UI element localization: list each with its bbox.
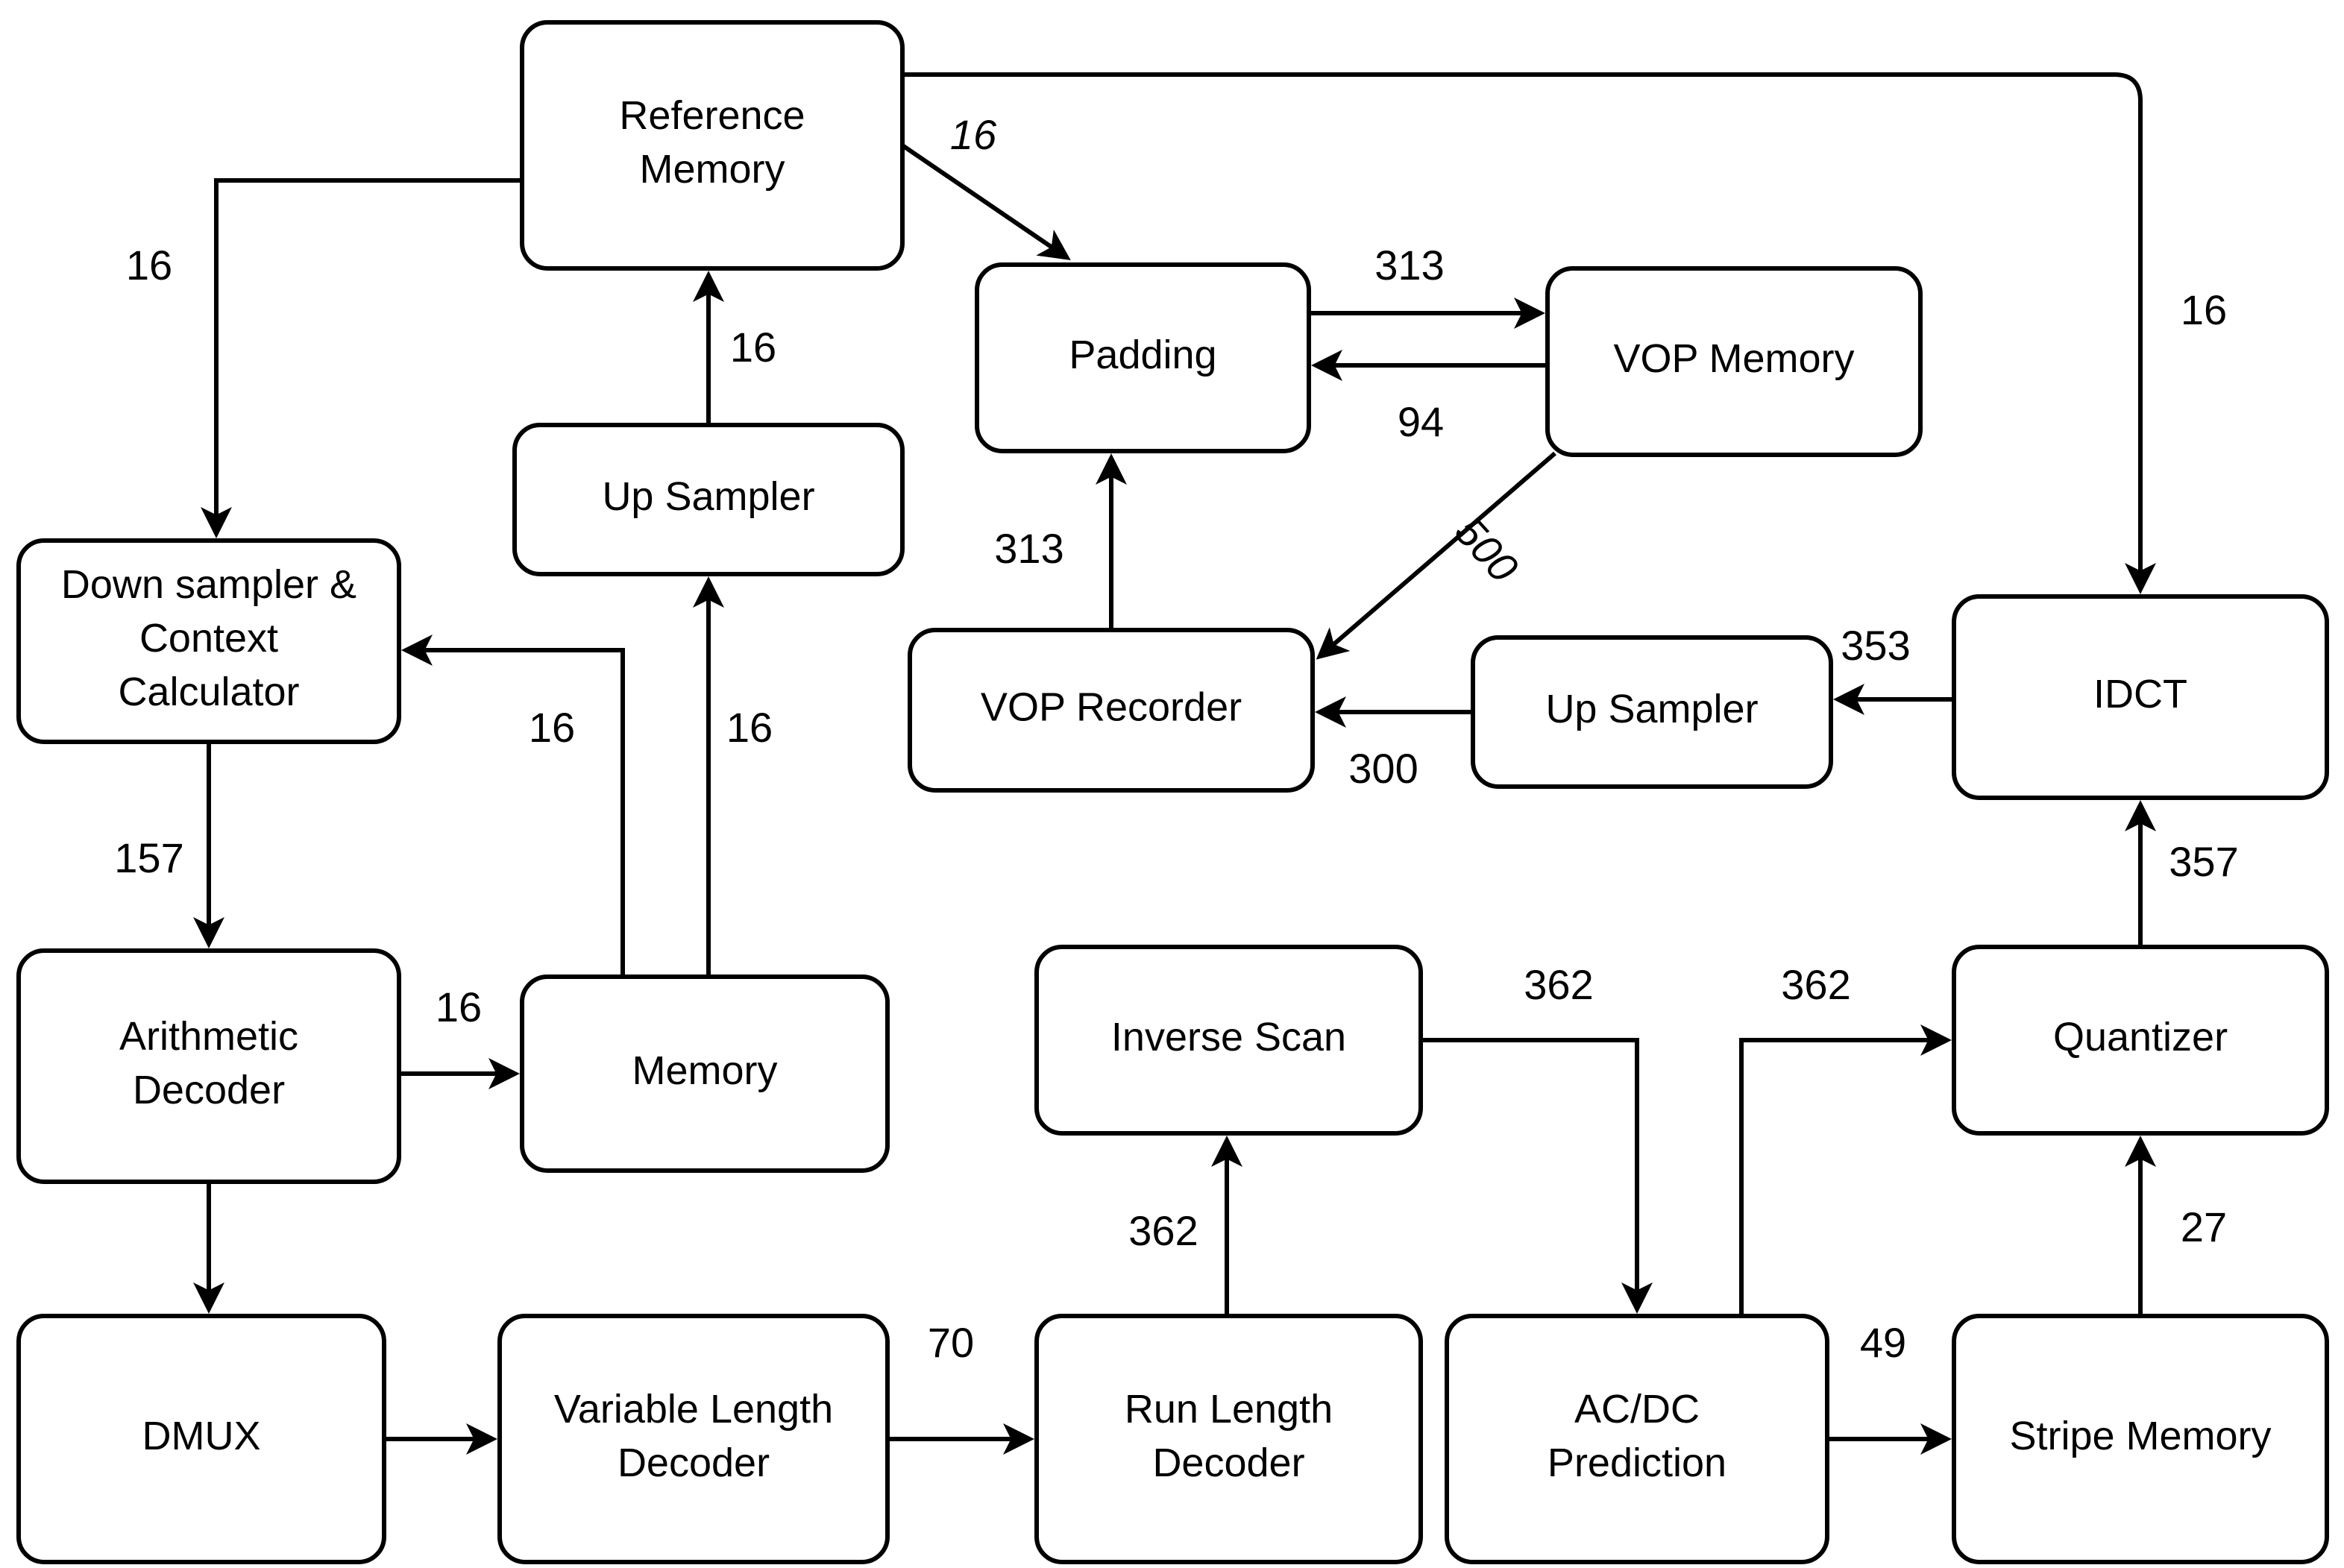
node-box-arithmetic_decoder	[16, 948, 401, 1184]
node-up_sampler_top[interactable]: Up Sampler	[512, 423, 905, 576]
edge-label-ref_to_down: 16	[126, 242, 172, 289]
node-box-idct	[1952, 594, 2329, 800]
node-label-dmux: DMUX	[142, 1414, 261, 1458]
node-box-up_sampler_mid	[1471, 635, 1833, 789]
node-up_sampler_mid[interactable]: Up Sampler	[1471, 635, 1833, 789]
node-label-memory: Memory	[632, 1048, 777, 1093]
node-stripe_memory[interactable]: Stripe Memory	[1952, 1314, 2329, 1564]
edge-label-upsmid_to_voprec: 300	[1348, 745, 1418, 792]
edge-label-ups_to_ref: 16	[730, 324, 776, 371]
edge-label-idct_to_upsmid: 353	[1841, 622, 1910, 669]
node-quantizer[interactable]: Quantizer	[1952, 945, 2329, 1136]
node-box-inverse_scan	[1034, 945, 1423, 1136]
node-box-acdc_prediction	[1445, 1314, 1829, 1564]
edge-inverse-scan-to-acdc-prediction	[1421, 1038, 1653, 1314]
edge-reference-memory-to-idct	[902, 72, 2156, 594]
edge-label-arith_to_mem: 16	[436, 983, 482, 1030]
edge-memory-to-down-sampler	[401, 635, 625, 977]
node-box-quantizer	[1952, 945, 2329, 1136]
edge-label-vld_to_rld: 70	[928, 1319, 974, 1366]
edge-label-down_to_arith: 157	[114, 834, 183, 881]
edge-label-mem_to_down: 16	[529, 704, 575, 751]
edge-label-rld_to_iscan: 362	[1128, 1207, 1198, 1254]
node-label-inverse_scan: Inverse Scan	[1111, 1015, 1346, 1059]
node-vop_memory[interactable]: VOP Memory	[1545, 266, 1923, 457]
edge-label-vopmem_to_voprec: 500	[1446, 508, 1527, 591]
node-box-run_length_decoder	[1034, 1314, 1423, 1564]
edge-label-ref_to_idct: 16	[2181, 286, 2227, 333]
edge-label-padding_to_vopmem: 313	[1374, 242, 1444, 289]
edge-label-ref_to_padding: 16	[950, 111, 997, 158]
edge-label-iscan_to_acdc: 362	[1524, 961, 1593, 1008]
node-memory[interactable]: Memory	[520, 975, 890, 1173]
edge-label-acdc_to_quant: 362	[1781, 961, 1850, 1008]
node-box-memory	[520, 975, 890, 1173]
edge-vop-memory-to-vop-recorder	[1316, 451, 1556, 660]
node-label-padding: Padding	[1069, 333, 1216, 377]
node-label-idct: IDCT	[2093, 672, 2187, 717]
node-box-variable_length_decoder	[497, 1314, 890, 1564]
node-dmux[interactable]: DMUX	[16, 1314, 386, 1564]
edge-label-acdc_to_stripe: 49	[1860, 1319, 1906, 1366]
node-idct[interactable]: IDCT	[1952, 594, 2329, 800]
node-box-dmux	[16, 1314, 386, 1564]
node-box-up_sampler_top	[512, 423, 905, 576]
node-box-reference_memory	[520, 20, 905, 271]
node-label-up_sampler_top: Up Sampler	[602, 474, 814, 519]
edge-labels-layer: 16 16 16 16 313 94 500 313 16 16 300 353 157 357 16 362…	[114, 111, 2238, 1366]
edge-reference-memory-to-padding	[901, 143, 1071, 260]
edge-label-quant_to_idct: 357	[2169, 838, 2238, 885]
node-vop_recorder[interactable]: VOP Recorder	[908, 628, 1315, 793]
edge-label-mem_to_ups: 16	[726, 704, 773, 751]
edge-label-stripe_to_quant: 27	[2181, 1203, 2227, 1250]
edge-label-vopmem_to_padding: 94	[1398, 398, 1444, 445]
node-box-stripe_memory	[1952, 1314, 2329, 1564]
node-label-stripe_memory: Stripe Memory	[2009, 1414, 2271, 1458]
node-label-quantizer: Quantizer	[2053, 1015, 2228, 1059]
edges-layer	[193, 72, 2156, 1455]
edge-acdc-prediction-to-quantizer	[1739, 1024, 1952, 1316]
edge-reference-memory-to-down-sampler	[201, 178, 522, 538]
edge-label-voprec_to_padding: 313	[994, 525, 1063, 572]
node-label-up_sampler_mid: Up Sampler	[1545, 687, 1758, 731]
node-inverse_scan[interactable]: Inverse Scan	[1034, 945, 1423, 1136]
node-label-vop_memory: VOP Memory	[1613, 336, 1854, 381]
node-label-vop_recorder: VOP Recorder	[981, 685, 1242, 730]
node-box-padding	[975, 262, 1311, 453]
node-padding[interactable]: Padding	[975, 262, 1311, 453]
node-box-vop_memory	[1545, 266, 1923, 457]
node-box-vop_recorder	[908, 628, 1315, 793]
node-box-down_sampler	[16, 538, 401, 744]
